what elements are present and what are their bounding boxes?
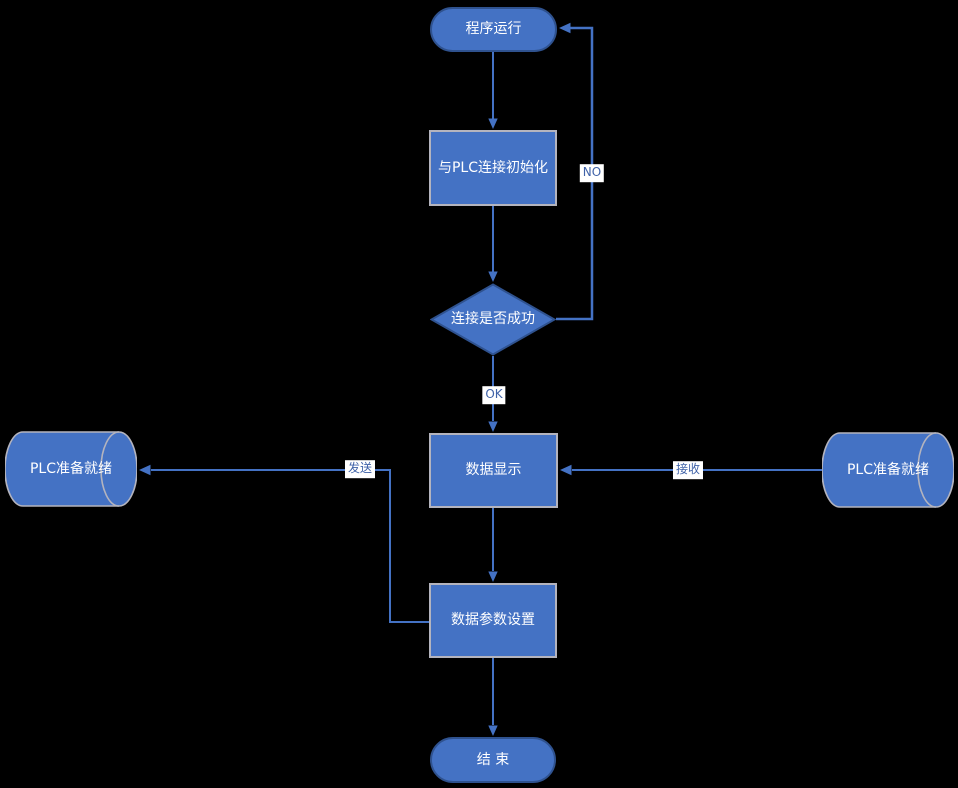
node-end-label: 结 束 [476, 751, 510, 768]
node-params-label: 数据参数设置 [451, 612, 535, 629]
node-init-label: 与PLC连接初始化 [437, 159, 549, 176]
node-connection-check[interactable]: 连接是否成功 [430, 283, 556, 356]
node-end[interactable]: 结 束 [430, 737, 556, 783]
arrowhead-icon [488, 271, 498, 282]
node-plc-ready-right[interactable]: PLC准备就绪 [822, 432, 954, 508]
arrowhead-icon [560, 464, 572, 476]
node-plc-left-label: PLC准备就绪 [29, 460, 113, 477]
edge-params-to-plc-left[interactable] [151, 469, 429, 623]
node-plc-right-label: PLC准备就绪 [846, 461, 930, 478]
edge-label-ok[interactable]: OK [482, 386, 506, 404]
arrowhead-icon [488, 725, 498, 736]
edge-label-send[interactable]: 发送 [344, 460, 376, 478]
edge-label-receive[interactable]: 接收 [672, 461, 704, 479]
arrowhead-icon [488, 421, 498, 432]
node-data-display[interactable]: 数据显示 [429, 433, 558, 508]
cylinder-shape [5, 431, 137, 507]
arrowhead-icon [139, 464, 151, 476]
arrowhead-icon [488, 118, 498, 129]
node-decision-label: 连接是否成功 [451, 311, 535, 328]
node-display-label: 数据显示 [465, 462, 522, 479]
arrowhead-icon [488, 571, 498, 582]
node-start-label: 程序运行 [465, 21, 522, 38]
cylinder-shape [822, 432, 954, 508]
node-init-plc-connection[interactable]: 与PLC连接初始化 [429, 130, 557, 206]
node-data-params[interactable]: 数据参数设置 [429, 583, 557, 658]
arrowhead-icon [559, 22, 571, 34]
edge-label-no[interactable]: NO [579, 164, 605, 182]
diamond-shape [430, 283, 556, 356]
node-plc-ready-left[interactable]: PLC准备就绪 [5, 431, 137, 507]
node-start[interactable]: 程序运行 [430, 7, 557, 52]
